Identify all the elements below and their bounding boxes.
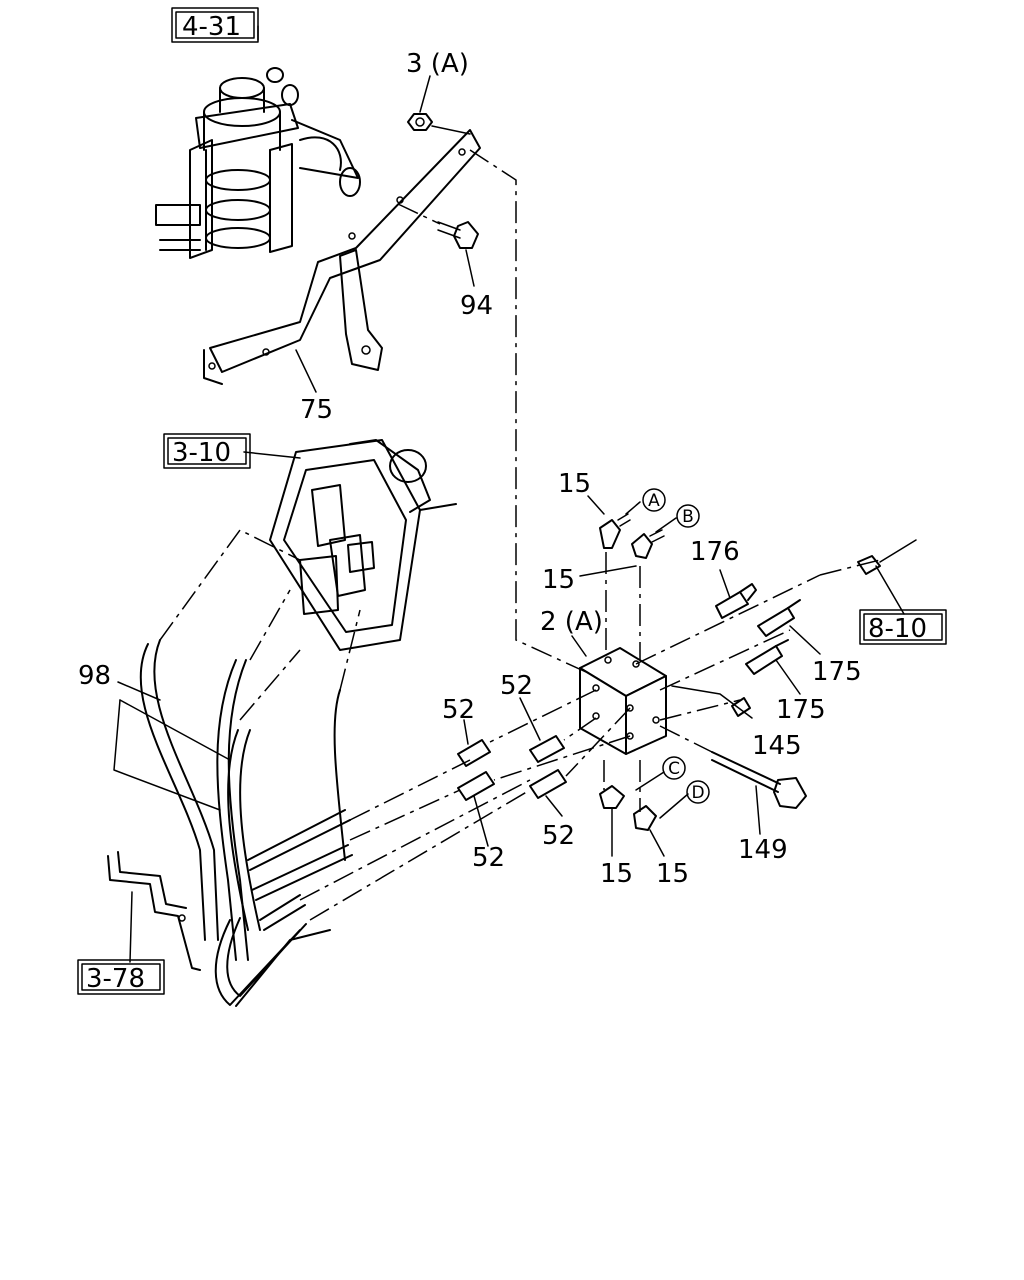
part-label-52-b: 52 — [500, 671, 533, 701]
leader-lines — [113, 25, 905, 963]
block-2A-drawing — [579, 647, 667, 755]
callout-C: C — [662, 756, 686, 780]
part-label-15-d: 15 — [656, 859, 689, 889]
part-label-52-a: 52 — [442, 695, 475, 725]
part-label-175-a: 175 — [812, 657, 862, 687]
callout-B: B — [676, 504, 700, 528]
part-label-94: 94 — [460, 291, 493, 321]
part-label-15-c: 15 — [600, 859, 633, 889]
bracket-75-drawing — [203, 129, 481, 385]
part-label-52-d: 52 — [542, 821, 575, 851]
callout-D: D — [686, 780, 710, 804]
part-label-15-a: 15 — [558, 469, 591, 499]
part-label-75: 75 — [300, 395, 333, 425]
leader-dash-lines — [159, 149, 881, 921]
callout-A-text: A — [648, 491, 660, 511]
bracket-378-drawing — [107, 851, 201, 971]
part-label-145: 145 — [752, 731, 802, 761]
callout-A: A — [642, 488, 666, 512]
callout-D-text: D — [691, 783, 704, 803]
ref-box-4-31[interactable]: 4-31 — [171, 7, 259, 43]
part-label-98: 98 — [78, 661, 111, 691]
tubes-98-drawing — [139, 639, 353, 1007]
ref-3-10-text: 3-10 — [172, 438, 231, 468]
pedal-assembly-drawing — [269, 439, 457, 651]
part-label-176: 176 — [690, 537, 740, 567]
callout-B-text: B — [682, 507, 694, 527]
ref-box-3-10[interactable]: 3-10 — [163, 433, 251, 469]
valve-assembly-drawing — [155, 67, 361, 259]
ref-box-3-78[interactable]: 3-78 — [77, 959, 165, 995]
ref-8-10-text: 8-10 — [868, 614, 927, 644]
part-label-15-b: 15 — [542, 565, 575, 595]
part-label-2A: 2 (A) — [540, 607, 603, 637]
ref-box-8-10[interactable]: 8-10 — [859, 609, 947, 645]
part-label-3A: 3 (A) — [406, 49, 469, 79]
nut-3A-drawing — [407, 113, 433, 131]
callout-C-text: C — [668, 759, 680, 779]
part-label-175-b: 175 — [776, 695, 826, 725]
part-label-52-c: 52 — [472, 843, 505, 873]
ref-3-78-text: 3-78 — [86, 964, 145, 994]
bolt-94-drawing — [397, 203, 479, 249]
connector-810-drawing — [857, 539, 917, 575]
ref-4-31-text: 4-31 — [182, 12, 241, 42]
part-label-149: 149 — [738, 835, 788, 865]
